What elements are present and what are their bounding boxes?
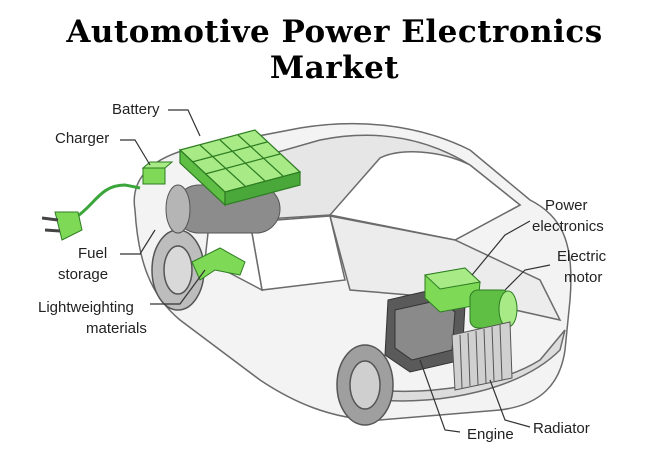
- label-battery: Battery: [112, 101, 160, 118]
- label-power-electronics-line1: Power: [545, 197, 588, 214]
- label-electric-motor-line1: Electric: [557, 248, 607, 265]
- charger-box: [141, 161, 174, 185]
- label-fuel-storage-line1: Fuel: [78, 245, 107, 262]
- label-electric-motor-line2: motor: [564, 269, 602, 286]
- label-lightweighting-line2: materials: [86, 320, 147, 337]
- page-title: Automotive Power Electronics Market: [66, 14, 603, 86]
- label-lightweighting-line1: Lightweighting: [38, 299, 134, 316]
- label-engine: Engine: [467, 426, 514, 443]
- plug-cable: [41, 183, 141, 241]
- radiator-grille: [451, 321, 513, 391]
- leader-lines: [120, 109, 551, 433]
- battery-pack: [178, 129, 302, 207]
- electric-motor-unit: [469, 289, 518, 329]
- label-charger: Charger: [55, 130, 109, 147]
- lightweighting-part: [191, 247, 246, 281]
- label-fuel-storage-line2: storage: [58, 266, 108, 283]
- label-radiator: Radiator: [533, 420, 590, 437]
- label-power-electronics-line2: electronics: [532, 218, 604, 235]
